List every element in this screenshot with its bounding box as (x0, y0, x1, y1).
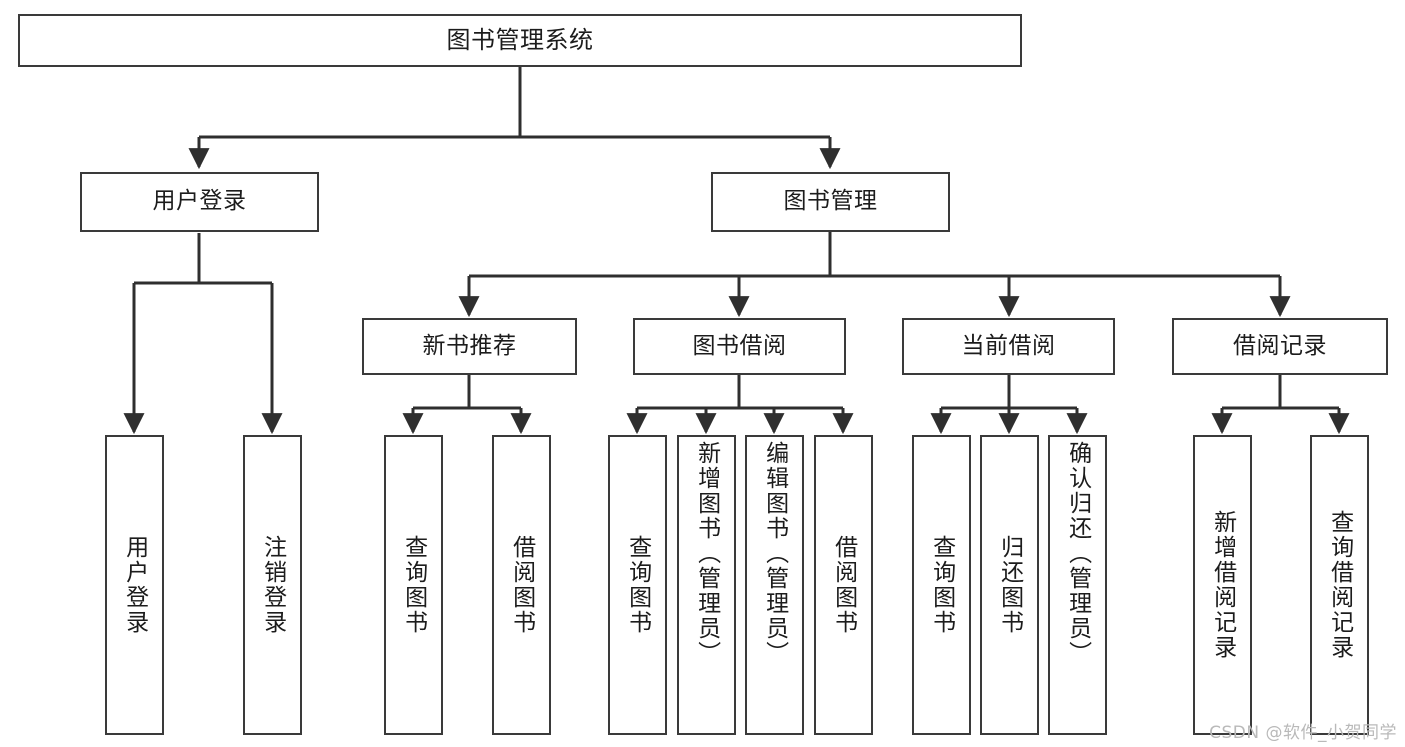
node-label: 新增图书（管理员） (693, 441, 720, 666)
leaf-query-borrow-record[interactable]: 查询借阅记录 (1310, 435, 1369, 735)
node-new-book-recommend[interactable]: 新书推荐 (362, 318, 577, 375)
node-label: 新增借阅记录 (1209, 510, 1236, 660)
node-label: 图书借阅 (692, 332, 787, 359)
node-label: 新书推荐 (422, 332, 517, 359)
leaf-query-book-recommend[interactable]: 查询图书 (384, 435, 443, 735)
leaf-add-borrow-record[interactable]: 新增借阅记录 (1193, 435, 1252, 735)
leaf-confirm-return-admin[interactable]: 确认归还（管理员） (1048, 435, 1107, 735)
node-label: 查询图书 (928, 535, 955, 635)
leaf-edit-book-admin[interactable]: 编辑图书（管理员） (745, 435, 804, 735)
node-label: 当前借阅 (961, 332, 1056, 359)
node-label: 图书管理系统 (446, 26, 594, 55)
node-label: 借阅图书 (508, 535, 535, 635)
node-label: 借阅图书 (830, 535, 857, 635)
watermark-text: CSDN @软件_小贺同学 (1209, 723, 1397, 743)
leaf-borrow-book-recommend[interactable]: 借阅图书 (492, 435, 551, 735)
leaf-borrow-book-borrow[interactable]: 借阅图书 (814, 435, 873, 735)
node-label: 编辑图书（管理员） (761, 441, 788, 666)
node-label: 用户登录 (121, 535, 148, 635)
node-user-login[interactable]: 用户登录 (80, 172, 319, 232)
node-label: 查询图书 (400, 535, 427, 635)
leaf-user-login[interactable]: 用户登录 (105, 435, 164, 735)
node-current-borrow[interactable]: 当前借阅 (902, 318, 1115, 375)
node-book-management[interactable]: 图书管理 (711, 172, 950, 232)
node-label: 查询图书 (624, 535, 651, 635)
node-book-borrow[interactable]: 图书借阅 (633, 318, 846, 375)
node-label: 用户登录 (152, 188, 247, 215)
node-label: 注销登录 (259, 535, 286, 635)
node-label: 归还图书 (996, 535, 1023, 635)
leaf-query-book-current[interactable]: 查询图书 (912, 435, 971, 735)
leaf-add-book-admin[interactable]: 新增图书（管理员） (677, 435, 736, 735)
leaf-return-book[interactable]: 归还图书 (980, 435, 1039, 735)
node-book-management-system[interactable]: 图书管理系统 (18, 14, 1022, 67)
node-label: 图书管理 (783, 188, 878, 215)
leaf-query-book-borrow[interactable]: 查询图书 (608, 435, 667, 735)
node-label: 查询借阅记录 (1326, 510, 1353, 660)
node-label: 确认归还（管理员） (1064, 441, 1091, 666)
node-borrow-record[interactable]: 借阅记录 (1172, 318, 1388, 375)
node-label: 借阅记录 (1233, 332, 1327, 359)
leaf-user-logout[interactable]: 注销登录 (243, 435, 302, 735)
